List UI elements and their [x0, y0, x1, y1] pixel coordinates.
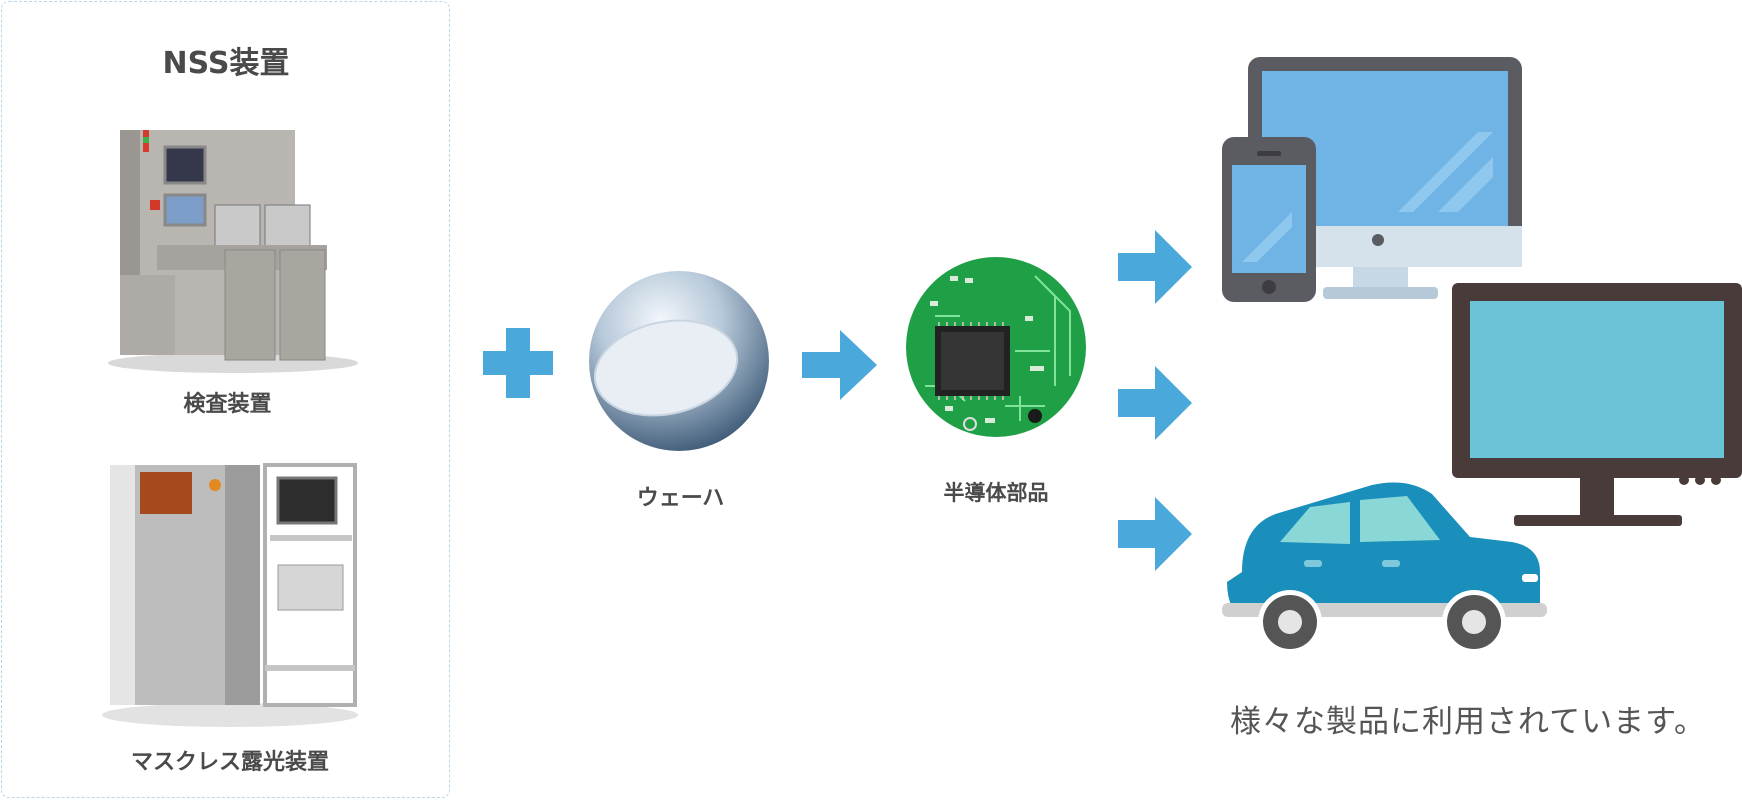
- chip-label: 半導体部品: [943, 481, 1049, 505]
- maskless-lithography-machine-label: マスクレス露光装置: [130, 750, 329, 775]
- panel-title: NSS装置: [162, 46, 290, 81]
- arrow-right-icon: [802, 330, 877, 400]
- wafer-icon: [589, 271, 769, 451]
- arrow-right-icon-bottom: [1118, 497, 1192, 571]
- arrow-right-icon-top: [1118, 230, 1192, 304]
- tv-monitor-icon: [1452, 283, 1742, 526]
- wafer-label: ウェーハ: [636, 486, 725, 511]
- arrow-right-icon-middle: [1118, 366, 1192, 440]
- smartphone-icon: [1222, 137, 1316, 302]
- semiconductor-chip-icon: [906, 257, 1086, 437]
- maskless-lithography-machine-image: [102, 463, 358, 727]
- inspection-machine-image: [108, 130, 358, 373]
- inspection-machine-label: 検査装置: [183, 392, 272, 417]
- equipment-panel: [1, 1, 450, 798]
- products-caption: 様々な製品に利用されています。: [1230, 704, 1706, 740]
- car-icon: [1222, 482, 1547, 654]
- plus-icon: [483, 328, 553, 398]
